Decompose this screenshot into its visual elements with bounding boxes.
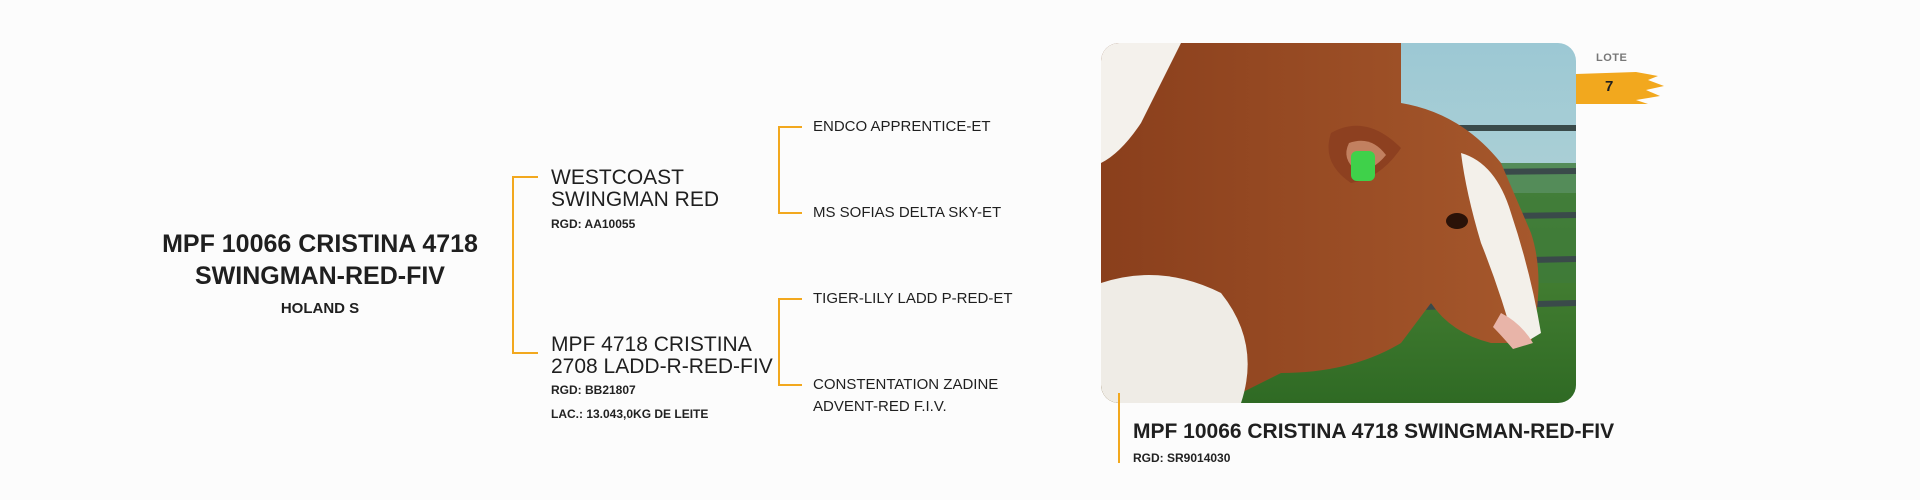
pedigree-branch-sire [512,176,538,178]
pedigree-branch-dam [512,352,538,354]
dam-name-line1: MPF 4718 CRISTINA [551,333,752,356]
pedigree-branch-dam-sire [778,298,802,300]
animal-photo [1101,43,1576,403]
pedigree-branch-sire-sire [778,126,802,128]
dam-name: MPF 4718 CRISTINA 2708 LADD-R-RED-FIV [551,334,791,378]
lot-badge-brush-icon [1576,72,1664,104]
sire-rgd: RGD: AA10055 [551,217,636,231]
animal-breed: HOLAND S [280,300,360,317]
photo-caption-rgd: RGD: SR9014030 [1133,451,1231,465]
caption-accent-line [1118,393,1120,463]
pedigree-bracket-parents [512,176,514,354]
pedigree-branch-sire-dam [778,212,802,214]
animal-title-line2: SWINGMAN-RED-FIV [195,262,445,290]
lot-label: LOTE [1596,52,1628,64]
dam-dam-name-line1: CONSTENTATION ZADINE [813,376,999,393]
dam-name-line2: 2708 LADD-R-RED-FIV [551,355,773,378]
dam-lactation: LAC.: 13.043,0KG DE LEITE [551,407,709,421]
sire-dam-name: MS SOFIAS DELTA SKY-ET [813,204,1002,221]
dam-dam-name: CONSTENTATION ZADINE ADVENT-RED F.I.V. [813,374,1033,418]
animal-title: MPF 10066 CRISTINA 4718 SWINGMAN-RED-FIV [140,228,500,292]
dam-dam-name-line2: ADVENT-RED F.I.V. [813,398,947,415]
sire-sire-name: ENDCO APPRENTICE-ET [813,118,991,135]
sire-name-line2: SWINGMAN RED [551,188,719,211]
pedigree-branch-dam-dam [778,384,802,386]
ear-tag [1351,151,1375,181]
photo-caption-title: MPF 10066 CRISTINA 4718 SWINGMAN-RED-FIV [1133,420,1615,443]
dam-sire-name: TIGER-LILY LADD P-RED-ET [813,290,1013,307]
animal-title-line1: MPF 10066 CRISTINA 4718 [162,230,478,258]
pedigree-bracket-dam-parents [778,298,780,386]
dam-rgd: RGD: BB21807 [551,383,636,397]
lot-number: 7 [1605,78,1614,95]
sire-name: WESTCOAST SWINGMAN RED [551,167,791,211]
pedigree-bracket-sire-parents [778,126,780,214]
sire-name-line1: WESTCOAST [551,166,685,189]
cow-photo-illustration [1101,43,1576,403]
